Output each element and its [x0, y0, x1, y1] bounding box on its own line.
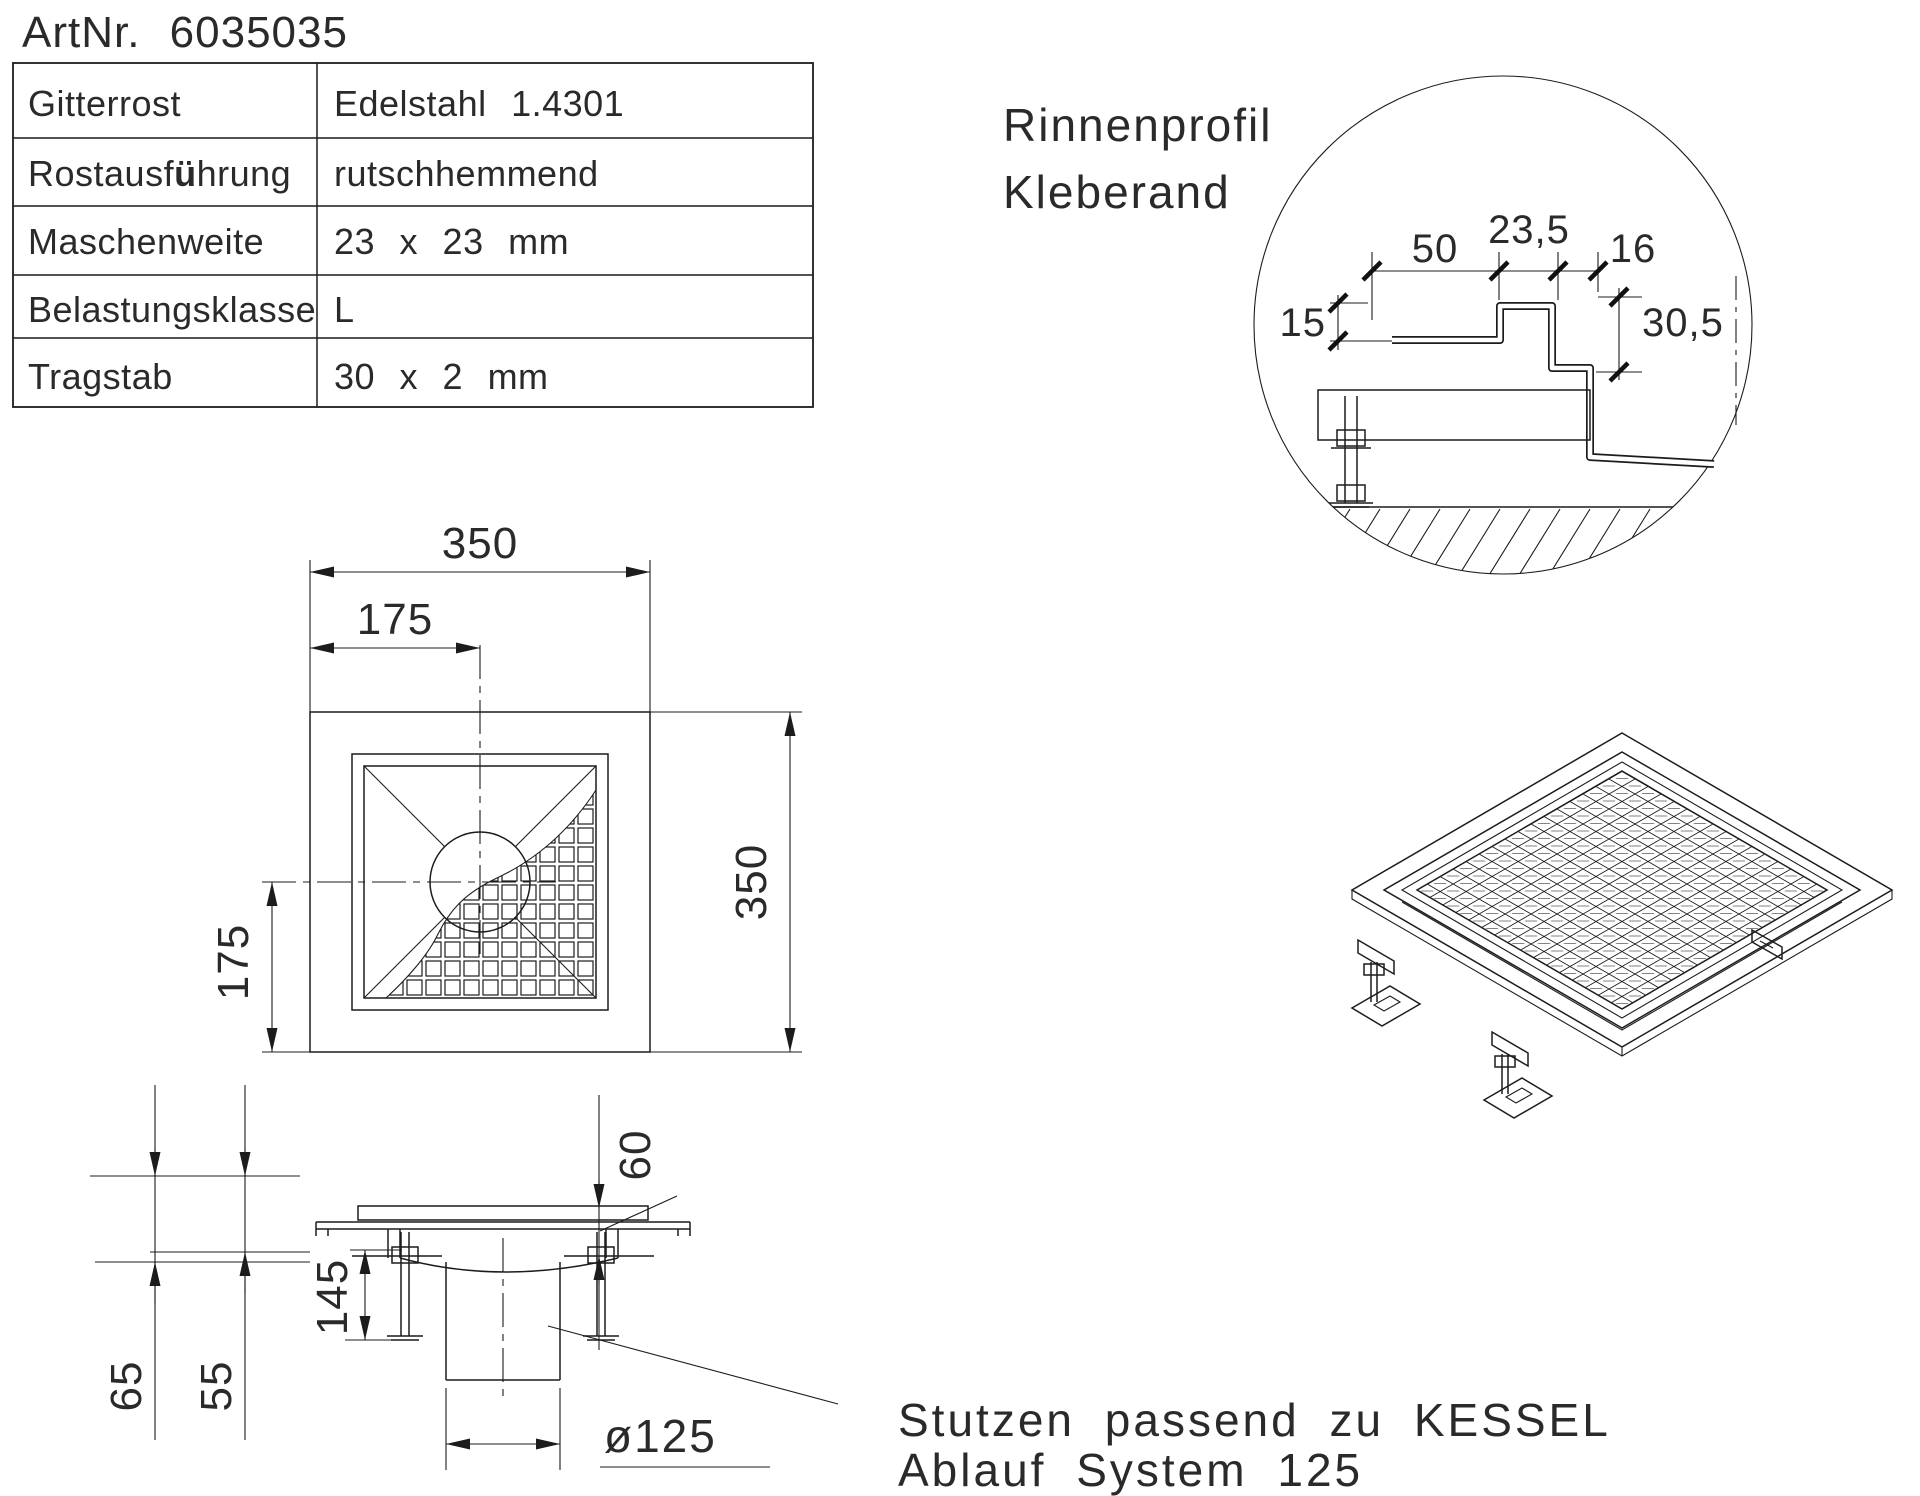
- section-feet: [387, 1232, 619, 1341]
- detail-title-line2: Kleberand: [1003, 166, 1231, 218]
- table-gridlines: [13, 63, 813, 407]
- iso-clip-plate: [1751, 928, 1783, 961]
- dim-30-5-lines: [1596, 288, 1642, 380]
- plan-view: 350 175 350 175: [209, 519, 802, 1053]
- detail-ground: [1254, 506, 1730, 574]
- support-rail: [1317, 389, 1591, 441]
- bolt-foot: [1329, 502, 1373, 508]
- dim-23-5: 23,5: [1488, 208, 1570, 252]
- dim-350-width: 350: [442, 519, 518, 568]
- iso-foot-b-nut: [1494, 1055, 1516, 1068]
- bolt-lower-nut: [1336, 484, 1366, 502]
- detail-dimensions: 50 23,5 16 15 30,5: [1280, 208, 1724, 383]
- table-row-label: Maschenweite: [28, 221, 264, 262]
- bolt-rod: [1344, 396, 1358, 503]
- right-foot: [583, 1232, 619, 1341]
- note-leader-line: [547, 1325, 839, 1405]
- dim-50: 50: [1412, 227, 1459, 271]
- dim-15: 15: [1280, 301, 1327, 345]
- table-row-value: L: [334, 289, 355, 330]
- dim-15-ticks: [1327, 292, 1349, 352]
- iso-foot-a-slot: [1372, 995, 1402, 1012]
- iso-flange-thickness: [1351, 890, 1893, 1057]
- drawing-title: ArtNr. 6035035: [22, 8, 348, 57]
- detail-circle: [1253, 75, 1753, 575]
- plan-dimensions: 350 175 350 175: [209, 519, 802, 1053]
- ground-hatch: [1254, 508, 1711, 574]
- table-row-label: Tragstab: [28, 356, 173, 397]
- section-view: 65 55 145 60 ø125 Stutzen passend zu KES…: [90, 1085, 1611, 1496]
- isometric-view: [1350, 732, 1894, 1119]
- spec-table: ArtNr. 6035035 Gitterrost Rostausführung…: [12, 8, 814, 408]
- table-row-value: 23 x 23 mm: [334, 221, 569, 262]
- dim-30-5: 30,5: [1642, 301, 1724, 345]
- iso-frame-outer: [1382, 751, 1862, 1029]
- dim-ticks-top: [1361, 260, 1609, 282]
- dim-175-half-height: 175: [209, 924, 258, 1000]
- iso-foot-a-nut: [1363, 963, 1385, 976]
- table-row-value: rutschhemmend: [334, 153, 599, 194]
- iso-foot-b-plate: [1482, 1077, 1554, 1119]
- frame-outline: [351, 753, 609, 1011]
- dim-30-5-ticks: [1608, 286, 1630, 383]
- iso-frame-depth: [1401, 901, 1843, 1031]
- note-line2: Ablauf System 125: [898, 1444, 1363, 1496]
- iso-foot-b: [1482, 1030, 1554, 1119]
- detail-view-rinnenprofil: Rinnenprofil Kleberand 50 23,5 16: [1003, 75, 1753, 575]
- dim-125-extensions: [445, 1388, 561, 1470]
- dim-55: 55: [192, 1361, 241, 1412]
- iso-foot-a-rod: [1370, 962, 1378, 1002]
- iso-foot-a-plate: [1350, 985, 1422, 1027]
- dim-60: 60: [611, 1130, 660, 1181]
- dim-350-height: 350: [727, 844, 776, 920]
- profile-sheet-core: [1392, 303, 1715, 467]
- dim-145: 145: [308, 1259, 357, 1335]
- detail-title-line1: Rinnenprofil: [1003, 99, 1272, 151]
- dim-65: 65: [102, 1361, 151, 1412]
- iso-right-clip: [1751, 928, 1783, 961]
- iso-frame-inner: [1400, 761, 1844, 1019]
- iso-foot-b-slot: [1504, 1087, 1534, 1104]
- table-row-value: Edelstahl 1.4301: [334, 83, 624, 124]
- left-foot: [387, 1232, 423, 1341]
- adjustable-bolt-detail: [1329, 396, 1373, 508]
- iso-foot-b-bracket: [1491, 1030, 1529, 1068]
- section-dimensions: 65 55 145 60 ø125: [90, 1085, 770, 1470]
- table-border: [12, 62, 814, 408]
- left-foot-nut: [391, 1246, 419, 1264]
- extension-lines-top: [309, 560, 651, 712]
- grate-diagonals: [363, 765, 597, 999]
- table-row-label: Belastungsklasse: [28, 289, 316, 330]
- iso-foot-a-bracket: [1357, 938, 1395, 976]
- table-row-value: 30 x 2 mm: [334, 356, 549, 397]
- level-lines: [90, 1175, 310, 1263]
- dim-pipe-diameter: ø125: [604, 1410, 717, 1462]
- iso-foot-a: [1350, 938, 1422, 1027]
- table-row-label: Rostausführung: [28, 153, 291, 194]
- break-line: [385, 789, 597, 999]
- funnel: [399, 1257, 619, 1273]
- grate-section: [357, 1205, 649, 1221]
- dim-60-leader: [599, 1195, 678, 1232]
- frame-walls: [352, 1229, 654, 1258]
- dim-175-half-width: 175: [357, 595, 433, 644]
- extension-lines-right: [650, 711, 802, 1053]
- dim-16: 16: [1610, 227, 1657, 271]
- dim-145-ticks: [345, 1249, 402, 1341]
- iso-grating-mesh: [1415, 770, 1829, 1010]
- extension-lines: [1371, 252, 1599, 320]
- iso-foot-b-rod: [1501, 1054, 1509, 1094]
- flange-section: [315, 1221, 691, 1236]
- table-row-label: Gitterrost: [28, 83, 181, 124]
- note-line1: Stutzen passend zu KESSEL: [898, 1394, 1611, 1446]
- iso-clip-slot: [1759, 940, 1774, 949]
- bolt-nut: [1336, 429, 1366, 447]
